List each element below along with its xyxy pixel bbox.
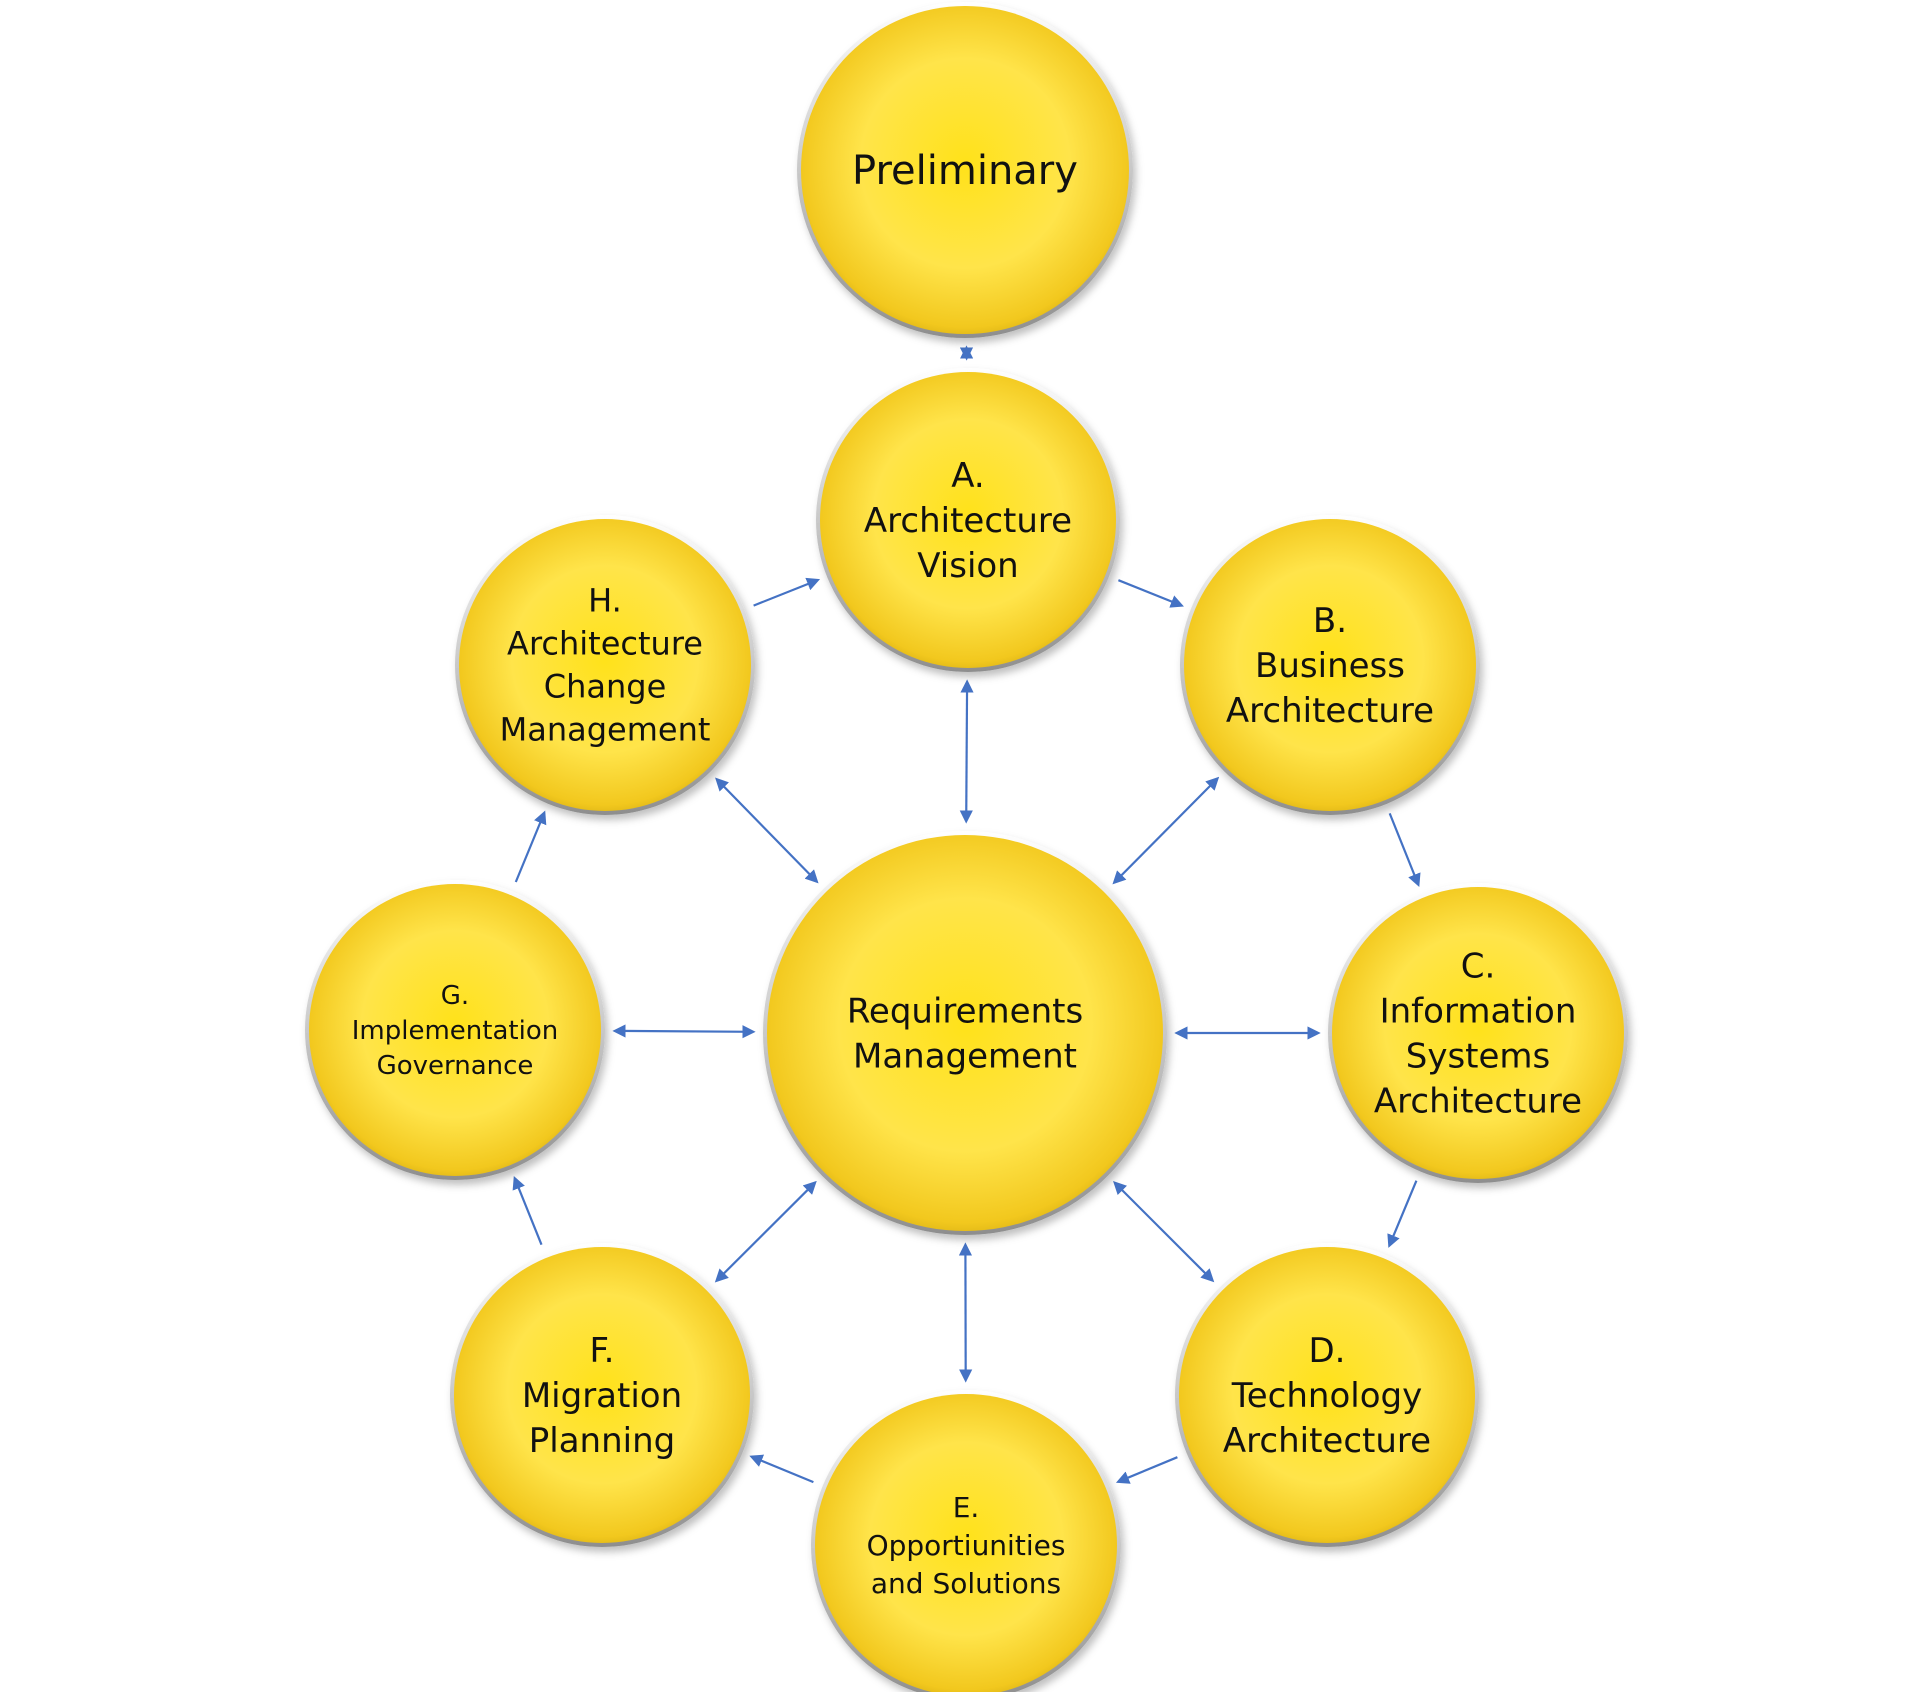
node-label-line: Architecture <box>507 625 703 663</box>
connector-b-c <box>1388 812 1421 888</box>
node-label-line: A. <box>951 456 984 496</box>
connector-rm-a <box>959 679 974 824</box>
connector-rm-d <box>1113 1181 1215 1283</box>
connector-c-d <box>1387 1180 1418 1248</box>
node-label-line: Planning <box>529 1421 675 1461</box>
phase-node-e: E. Opportiunities and Solutions <box>811 1390 1121 1692</box>
node-label-e: E. Opportiunities and Solutions <box>867 1491 1066 1600</box>
node-label-line: G. <box>441 981 469 1011</box>
node-label-line: Implementation <box>352 1016 558 1046</box>
node-label-line: Management <box>853 1036 1077 1076</box>
node-ball-b <box>1184 519 1476 811</box>
node-label-line: H. <box>588 582 622 620</box>
node-ball-d <box>1179 1247 1475 1543</box>
node-label-line: Architecture <box>1374 1081 1582 1121</box>
connector-g-h <box>514 810 547 883</box>
node-label-line: and Solutions <box>871 1567 1061 1600</box>
node-label-line: Vision <box>917 546 1018 586</box>
node-ball-g <box>309 884 601 1176</box>
node-label-line: Technology <box>1231 1376 1422 1416</box>
connector-rm-h <box>715 777 819 884</box>
node-label-line: Information <box>1380 991 1577 1031</box>
node-label-line: Architecture <box>1226 691 1434 731</box>
node-ball-c <box>1332 887 1624 1179</box>
connector-a-b <box>1117 579 1184 608</box>
connector-e-f <box>749 1454 814 1484</box>
node-ball-preliminary <box>801 6 1129 334</box>
node-ball-rm <box>767 835 1163 1231</box>
node-label-preliminary: Preliminary <box>852 148 1078 194</box>
connector-d-e <box>1115 1456 1178 1484</box>
connector-h-a <box>753 577 821 607</box>
connector-f-g <box>512 1175 543 1246</box>
connectors <box>512 345 1421 1484</box>
node-label-line: Governance <box>377 1051 534 1081</box>
node-label-line: F. <box>590 1331 615 1371</box>
connector-rm-g <box>612 1024 756 1039</box>
node-ball-e <box>815 1394 1117 1692</box>
node-label-line: C. <box>1461 946 1496 986</box>
connector-rm-f <box>714 1180 817 1283</box>
node-label-line: Change <box>544 668 667 706</box>
node-label-line: Requirements <box>847 991 1083 1031</box>
node-label-line: Business <box>1255 646 1405 686</box>
node-ball-f <box>454 1247 750 1543</box>
node-label-line: Opportiunities <box>867 1529 1066 1562</box>
node-label-line: Preliminary <box>852 148 1078 194</box>
connector-rm-b <box>1112 776 1220 885</box>
phase-node-preliminary: Preliminary <box>797 2 1133 338</box>
node-ball-a <box>820 372 1116 668</box>
node-label-line: Management <box>500 711 711 749</box>
node-label-line: E. <box>953 1491 980 1524</box>
node-ball-h <box>459 519 751 811</box>
node-label-line: Architecture <box>1223 1421 1431 1461</box>
node-label-line: B. <box>1313 601 1347 641</box>
node-label-line: Systems <box>1406 1036 1551 1076</box>
node-label-line: Migration <box>522 1376 682 1416</box>
node-label-line: Architecture <box>864 501 1072 541</box>
node-label-line: D. <box>1309 1331 1346 1371</box>
